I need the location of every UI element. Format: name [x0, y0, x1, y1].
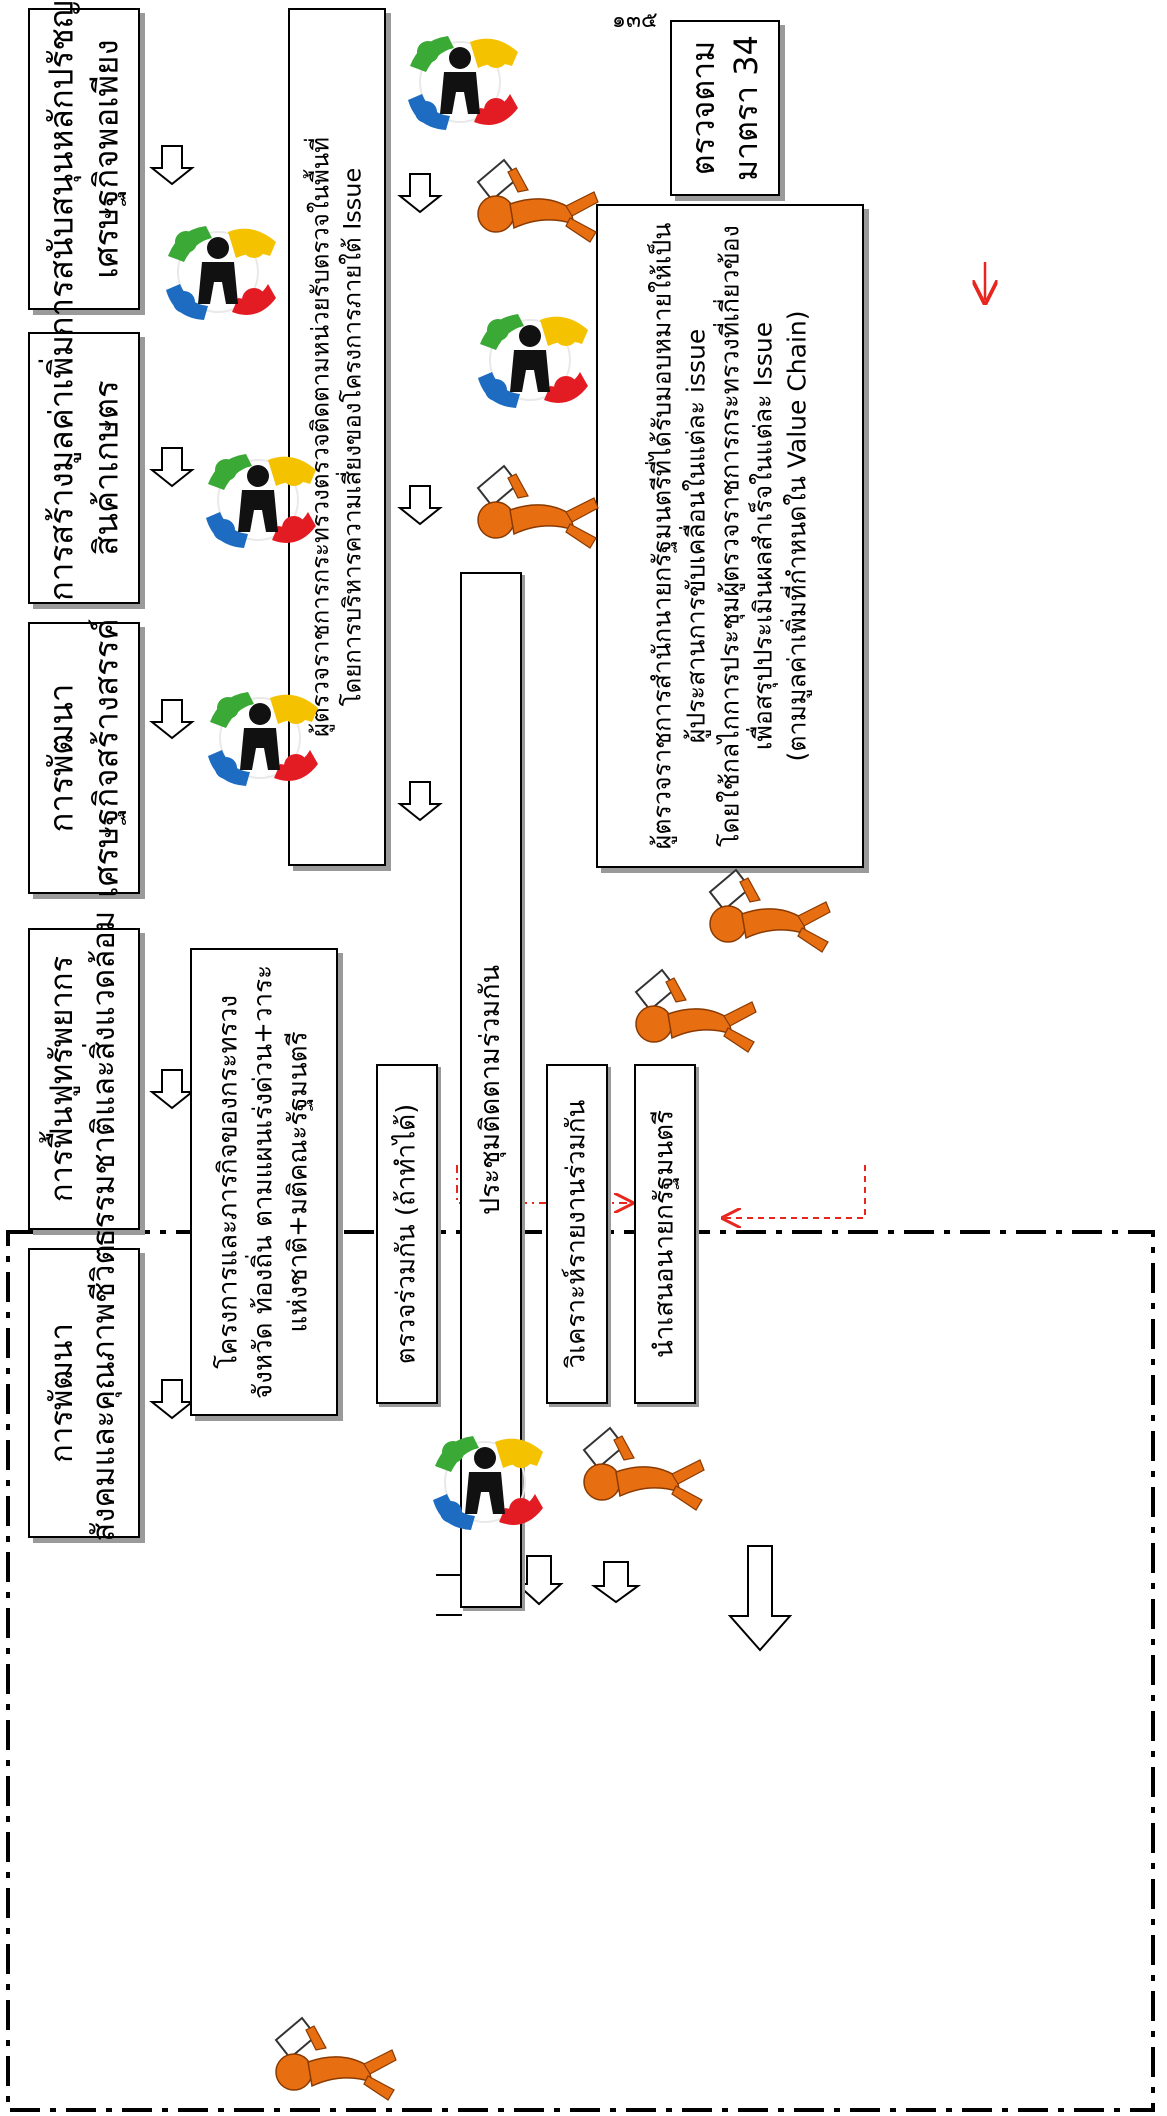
people-circle-icon: [477, 313, 589, 409]
pm-inspector-line: เพื่อสรุปประเมินผลสำเร็จในแต่ละ Issue: [748, 321, 778, 751]
people-circle-icon: [207, 691, 319, 787]
page-number: ๑๓๕: [612, 8, 658, 33]
projects-box: โครงการและภารกิจของกระทรวง จังหวัด ท้องถ…: [190, 948, 338, 1416]
strategy-line: การพัฒนา: [44, 1323, 81, 1463]
people-circle-icon: [165, 225, 277, 321]
pm-inspector-box: ผู้ตรวจราชการสำนักนายกรัฐมนตรีที่ได้รับม…: [596, 204, 864, 868]
strategy-box-social-quality: การพัฒนา สังคมและคุณภาพชีวิต: [28, 1244, 140, 1542]
projects-line: แห่งชาติ+มติคณะรัฐมนตรี: [283, 1031, 314, 1333]
people-circle-icon: [205, 453, 317, 549]
inspector-figure-icon: [275, 2017, 397, 2101]
strategy-box-sufficiency-economy: การสนับสนุนหลักปรัชญา เศรษฐกิจพอเพียง: [28, 0, 140, 336]
pm-inspector-line: โดยใช้กลไกการประชุมผู้ตรวจราชการกระทรวงท…: [715, 225, 745, 847]
inspector-figure-icon: [583, 1427, 705, 1511]
strategy-line: เศรษฐกิจพอเพียง: [86, 39, 125, 279]
section34-line: มาตรา 34: [727, 35, 765, 181]
strategy-box-agri-value: การสร้างมูลค่าเพิ่ม สินค้าเกษตร: [28, 332, 140, 604]
strategy-line: สังคมและคุณภาพชีวิต: [86, 1244, 122, 1542]
strategy-line: สินค้าเกษตร: [86, 380, 125, 556]
strategy-line: การสนับสนุนหลักปรัชญา: [41, 0, 81, 337]
analysis-box: วิเคราะห์รายงานร่วมกัน: [546, 1064, 608, 1404]
inspector-figure-icon: [635, 969, 757, 1053]
analysis-label: วิเคราะห์รายงานร่วมกัน: [561, 1099, 592, 1369]
strategy-line: การฟื้นฟูทรัพยากร: [44, 955, 81, 1203]
inspector-figure-icon: [709, 869, 831, 953]
projects-line: จังหวัด ท้องถิ่น ตามแผนเร่งด่วน+วาระ: [248, 964, 279, 1400]
ministry-inspector-line: โดยการบริหารความเสี่ยงของโครงการภายใต้ I…: [339, 167, 367, 707]
pm-inspector-line: (ตามมูลค่าเพิ่มที่กำหนดใน Value Chain): [782, 310, 812, 762]
present-label: นำเสนอนายกรัฐมนตรี: [649, 1110, 680, 1358]
strategy-box-creative-economy: การพัฒนา เศรษฐกิจสร้างสรรค์: [28, 618, 140, 898]
pm-inspector-line: ผู้ตรวจราชการสำนักนายกรัฐมนตรีที่ได้รับม…: [647, 222, 677, 850]
section34-box: ตรวจตาม มาตรา 34: [670, 20, 780, 196]
ministry-inspector-box: ผู้ตรวจราชการกระทรวงตรวจติดตามหน่วยรับตร…: [288, 8, 386, 866]
pm-inspector-line: ผู้ประสานการขับเคลื่อนในแต่ละ issue: [681, 328, 711, 744]
projects-line: โครงการและภารกิจของกระทรวง: [213, 995, 244, 1369]
ministry-inspector-line: ผู้ตรวจราชการกระทรวงตรวจติดตามหน่วยรับตร…: [306, 137, 335, 737]
strategy-line: การพัฒนา: [41, 683, 81, 833]
present-box: นำเสนอนายกรัฐมนตรี: [634, 1064, 696, 1404]
strategy-line: การสร้างมูลค่าเพิ่ม: [41, 334, 81, 602]
joint-meeting-label: ประชุมติดตามร่วมกัน: [474, 964, 506, 1216]
strategy-box-natural-resources: การฟื้นฟูทรัพยากร ธรรมชาติและสิ่งแวดล้อม: [28, 911, 140, 1247]
section34-line: ตรวจตาม: [683, 40, 722, 176]
joint-inspect-label: ตรวจร่วมกัน (ถ้าทำได้): [391, 1103, 422, 1365]
connector-pm-to-meeting: [725, 1165, 866, 1218]
inspector-figure-icon: [477, 465, 599, 549]
strategy-line: เศรษฐกิจสร้างสรรค์: [86, 618, 125, 898]
joint-meeting-box: ประชุมติดตามร่วมกัน: [460, 572, 522, 1608]
people-circle-icon: [407, 35, 519, 131]
joint-inspect-box: ตรวจร่วมกัน (ถ้าทำได้): [376, 1064, 438, 1404]
inspector-figure-icon: [477, 159, 599, 243]
people-circle-icon: [432, 1435, 544, 1531]
strategy-line: ธรรมชาติและสิ่งแวดล้อม: [86, 910, 122, 1248]
